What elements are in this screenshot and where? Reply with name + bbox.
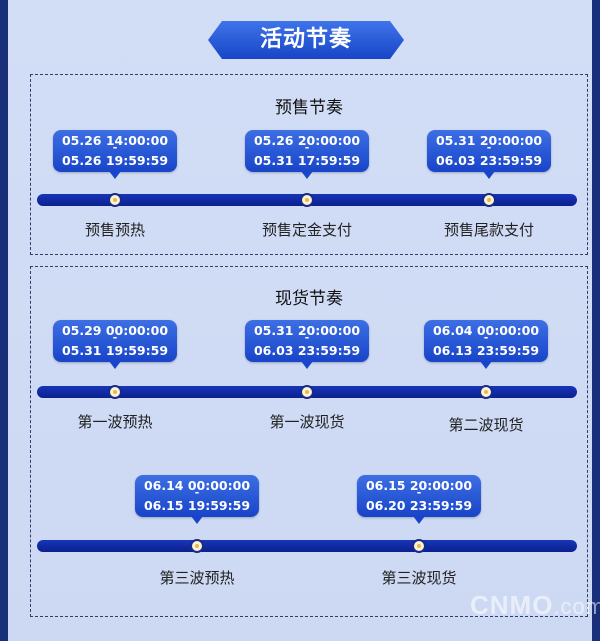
- stage-label: 第一波现货: [269, 413, 345, 431]
- time-start: 06.14 00:00:00: [143, 478, 251, 493]
- stage-label: 第二波现货: [448, 416, 524, 434]
- time-separator: -: [483, 331, 489, 344]
- timeline-node: [479, 385, 493, 399]
- spot-time-bubble: 06.14 00:00:00 - 06.15 19:59:59: [135, 475, 259, 524]
- time-start: 05.26 20:00:00: [253, 133, 361, 148]
- time-end: 06.13 23:59:59: [432, 343, 540, 358]
- time-end: 06.03 23:59:59: [253, 343, 361, 358]
- presale-time-bubble: 05.31 20:00:00 - 06.03 23:59:59: [427, 130, 551, 179]
- spot-time-bubble: 06.04 00:00:00 - 06.13 23:59:59: [424, 320, 548, 369]
- time-separator: -: [416, 486, 422, 499]
- stage-label: 第三波预热: [159, 569, 235, 587]
- time-start: 06.15 20:00:00: [365, 478, 473, 493]
- stage-label: 预售预热: [84, 221, 145, 239]
- timeline-node: [300, 385, 314, 399]
- stage-label: 预售尾款支付: [443, 221, 534, 239]
- timeline-node: [482, 193, 496, 207]
- time-end: 06.20 23:59:59: [365, 498, 473, 513]
- watermark-brand: CNMO: [470, 590, 554, 620]
- timeline-node: [190, 539, 204, 553]
- time-separator: -: [304, 141, 310, 154]
- time-separator: -: [194, 486, 200, 499]
- time-end: 05.26 19:59:59: [61, 153, 169, 168]
- banner-shape: [208, 21, 404, 59]
- title-banner: 活动节奏: [208, 21, 404, 59]
- presale-time-bubble: 05.26 14:00:00 - 05.26 19:59:59: [53, 130, 177, 179]
- presale-time-bubble: 05.26 20:00:00 - 05.31 17:59:59: [245, 130, 369, 179]
- time-end: 05.31 19:59:59: [61, 343, 169, 358]
- presale-section: 预售节奏 05.26 14:00:00 - 05.26 19:59:59 05.…: [30, 74, 588, 255]
- time-end: 06.15 19:59:59: [143, 498, 251, 513]
- time-separator: -: [112, 141, 118, 154]
- time-start: 05.31 20:00:00: [253, 323, 361, 338]
- spot-section: 现货节奏 05.29 00:00:00 - 05.31 19:59:59 05.…: [30, 266, 588, 617]
- time-separator: -: [112, 331, 118, 344]
- time-start: 05.29 00:00:00: [61, 323, 169, 338]
- timeline-node: [108, 193, 122, 207]
- time-separator: -: [486, 141, 492, 154]
- presale-title: 预售节奏: [275, 98, 343, 118]
- stage-label: 第一波预热: [77, 413, 153, 431]
- spot-time-bubble: 06.15 20:00:00 - 06.20 23:59:59: [357, 475, 481, 524]
- time-start: 05.31 20:00:00: [435, 133, 543, 148]
- spot-timeline-bar-2: [37, 540, 577, 552]
- spot-title: 现货节奏: [275, 289, 343, 309]
- timeline-node: [108, 385, 122, 399]
- timeline-node: [300, 193, 314, 207]
- time-start: 05.26 14:00:00: [61, 133, 169, 148]
- site-watermark: CNMO.com: [470, 590, 600, 621]
- time-separator: -: [304, 331, 310, 344]
- page-title: 活动节奏: [259, 27, 352, 52]
- time-end: 05.31 17:59:59: [253, 153, 361, 168]
- time-start: 06.04 00:00:00: [432, 323, 540, 338]
- stage-label: 预售定金支付: [261, 221, 352, 239]
- spot-time-bubble: 05.31 20:00:00 - 06.03 23:59:59: [245, 320, 369, 369]
- spot-time-bubble: 05.29 00:00:00 - 05.31 19:59:59: [53, 320, 177, 369]
- watermark-suffix: .com: [553, 594, 600, 619]
- time-end: 06.03 23:59:59: [435, 153, 543, 168]
- timeline-node: [412, 539, 426, 553]
- stage-label: 第三波现货: [381, 569, 457, 587]
